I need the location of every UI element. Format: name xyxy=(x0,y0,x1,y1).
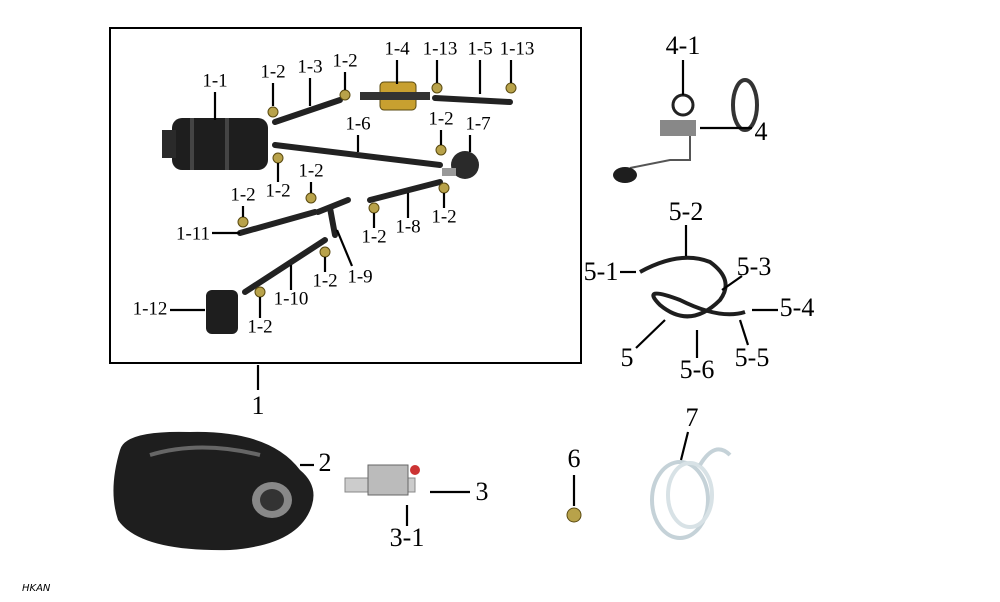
label-1-7: 1-7 xyxy=(465,113,490,134)
label-1-2: 1-2 xyxy=(260,61,285,82)
label-1-4: 1-4 xyxy=(384,38,410,59)
callout-labels: 1-1 1-2 1-3 1-2 1-4 1-13 1-5 1-13 1-6 1-… xyxy=(133,31,815,552)
label-4-1: 4-1 xyxy=(666,31,701,60)
fuel-gauge-unit-4 xyxy=(613,78,759,183)
leader-lines xyxy=(170,60,778,526)
label-1-10: 1-10 xyxy=(274,288,309,309)
label-1-2: 1-2 xyxy=(247,316,272,337)
hose-clips xyxy=(237,82,517,298)
fuel-sender-3 xyxy=(344,464,420,496)
label-5-6: 5-6 xyxy=(680,355,715,384)
label-1-11: 1-11 xyxy=(176,223,210,244)
label-2: 2 xyxy=(319,448,332,477)
label-1-6: 1-6 xyxy=(345,113,370,134)
brand-mark: HKAN xyxy=(22,583,51,594)
clear-hose-7 xyxy=(650,447,732,540)
label-1-2: 1-2 xyxy=(265,180,290,201)
label-5-5: 5-5 xyxy=(735,343,770,372)
label-1-2: 1-2 xyxy=(312,270,337,291)
assembly-1-frame xyxy=(109,27,582,364)
filter-1-12 xyxy=(206,290,238,334)
label-1-8: 1-8 xyxy=(395,216,420,237)
label-1-2: 1-2 xyxy=(332,50,357,71)
label-1-12: 1-12 xyxy=(133,298,168,319)
label-1-9: 1-9 xyxy=(347,266,372,287)
label-1-3: 1-3 xyxy=(297,56,322,77)
label-1-2: 1-2 xyxy=(431,206,456,227)
clip-6 xyxy=(566,507,582,523)
label-1-13: 1-13 xyxy=(500,38,535,59)
label-5: 5 xyxy=(621,343,634,372)
fuel-valve-1-7 xyxy=(442,151,479,179)
label-1-1: 1-1 xyxy=(202,70,227,91)
fuel-tank xyxy=(113,431,314,551)
label-4: 4 xyxy=(755,117,768,146)
hoses xyxy=(237,95,513,295)
label-1-2: 1-2 xyxy=(298,160,323,181)
cable-5 xyxy=(639,255,746,319)
label-1: 1 xyxy=(252,391,265,420)
label-1-5: 1-5 xyxy=(467,38,492,59)
label-1-13: 1-13 xyxy=(423,38,458,59)
label-5-1: 5-1 xyxy=(584,257,619,286)
charcoal-canister xyxy=(162,118,268,170)
label-3: 3 xyxy=(476,477,489,506)
label-7: 7 xyxy=(686,403,699,432)
label-1-2: 1-2 xyxy=(230,184,255,205)
label-1-2: 1-2 xyxy=(428,108,453,129)
label-5-2: 5-2 xyxy=(669,197,704,226)
label-6: 6 xyxy=(568,444,581,473)
valve-1-4 xyxy=(360,81,430,111)
label-1-2: 1-2 xyxy=(361,226,386,247)
label-3-1: 3-1 xyxy=(390,523,425,552)
label-5-3: 5-3 xyxy=(737,252,772,281)
label-5-4: 5-4 xyxy=(780,293,815,322)
